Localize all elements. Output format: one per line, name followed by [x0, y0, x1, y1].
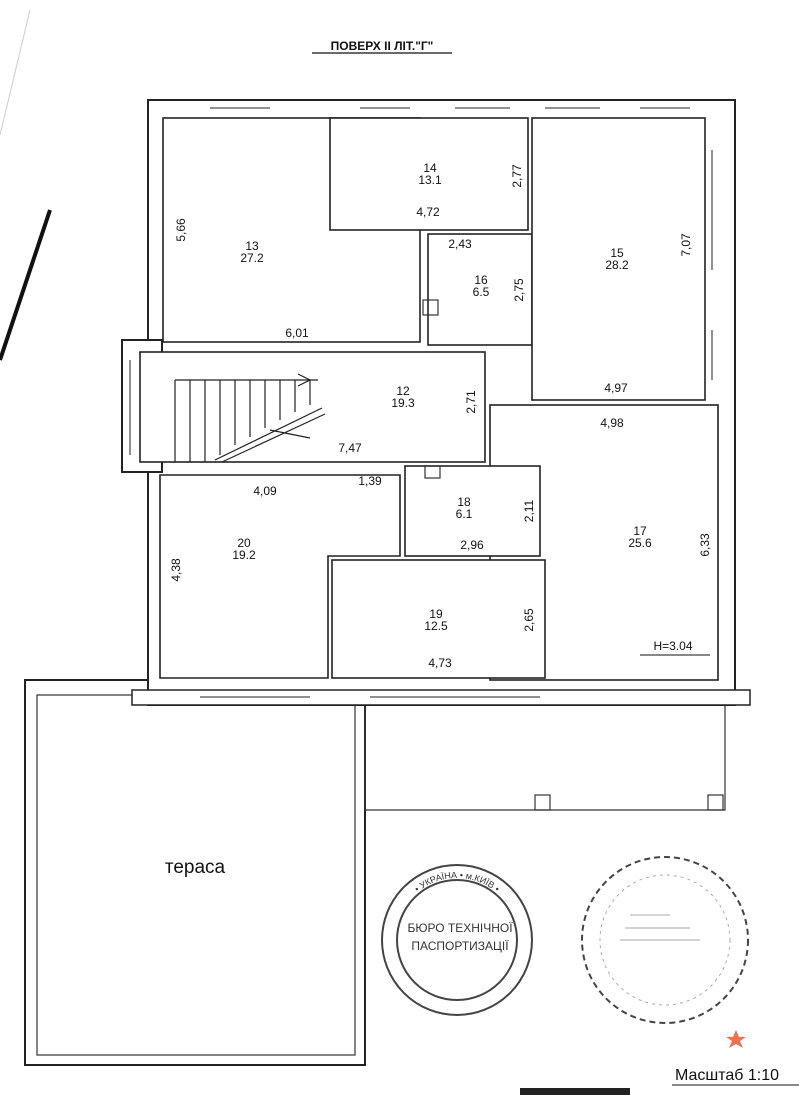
svg-text:6.1: 6.1	[456, 507, 473, 521]
svg-text:2,71: 2,71	[464, 390, 478, 414]
svg-text:14: 14	[423, 161, 437, 175]
svg-text:13.1: 13.1	[418, 173, 442, 187]
svg-text:19: 19	[429, 607, 443, 621]
svg-text:18: 18	[457, 495, 471, 509]
svg-text:20: 20	[237, 536, 251, 550]
dimension-labels: 5,66 6,01 2,77 4,72 2,43 2,75 7,07 4,97 …	[169, 164, 712, 670]
terrace-label: тераса	[165, 857, 226, 878]
svg-text:2,11: 2,11	[522, 499, 536, 522]
room-18	[404, 465, 541, 557]
star-icon	[726, 1030, 746, 1048]
ceiling-height: H=3.04	[653, 639, 692, 653]
svg-text:7,07: 7,07	[679, 233, 693, 257]
svg-text:6,33: 6,33	[698, 533, 712, 557]
svg-text:БЮРО ТЕХНІЧНОЇ: БЮРО ТЕХНІЧНОЇ	[407, 921, 513, 935]
svg-text:17: 17	[633, 524, 647, 538]
room-15	[531, 117, 706, 401]
scale-label: Масштаб 1:10	[675, 1067, 779, 1084]
svg-text:12.5: 12.5	[424, 619, 448, 633]
svg-text:4,09: 4,09	[253, 484, 277, 498]
svg-text:25.6: 25.6	[628, 536, 652, 550]
stamp-bti: • УКРАЇНА • м.КИЇВ • БЮРО ТЕХНІЧНОЇ ПАСП…	[381, 864, 533, 1016]
svg-text:1,39: 1,39	[358, 474, 382, 488]
svg-text:4,72: 4,72	[416, 205, 440, 219]
svg-text:15: 15	[610, 246, 624, 260]
stamp-engineer	[581, 856, 749, 1024]
lower-outline	[364, 705, 726, 811]
svg-text:2,75: 2,75	[512, 278, 526, 302]
svg-text:7,47: 7,47	[338, 441, 362, 455]
room-16	[427, 233, 533, 346]
svg-text:2,65: 2,65	[522, 608, 536, 632]
svg-text:6,01: 6,01	[285, 326, 309, 340]
terrace: тераса	[24, 679, 366, 1066]
svg-text:2,43: 2,43	[448, 237, 472, 251]
svg-text:ПАСПОРТИЗАЦІЇ: ПАСПОРТИЗАЦІЇ	[411, 939, 509, 953]
svg-text:5,66: 5,66	[174, 218, 188, 242]
svg-text:27.2: 27.2	[240, 251, 264, 265]
svg-text:6.5: 6.5	[473, 285, 490, 299]
room-14	[329, 117, 529, 231]
room-12	[139, 351, 486, 463]
svg-text:4,98: 4,98	[600, 416, 624, 430]
svg-text:• УКРАЇНА • м.КИЇВ •: • УКРАЇНА • м.КИЇВ •	[412, 870, 501, 894]
svg-text:16: 16	[474, 273, 488, 287]
svg-text:2,77: 2,77	[510, 164, 524, 188]
svg-text:2,96: 2,96	[460, 538, 484, 552]
svg-text:4,97: 4,97	[604, 381, 628, 395]
svg-text:19.3: 19.3	[391, 396, 415, 410]
svg-text:13: 13	[245, 239, 259, 253]
plan-title: ПОВЕРХ II ЛІТ."Г"	[331, 39, 434, 53]
svg-text:28.2: 28.2	[605, 258, 629, 272]
svg-text:12: 12	[396, 384, 410, 398]
svg-text:4,73: 4,73	[428, 656, 452, 670]
svg-text:19.2: 19.2	[232, 548, 256, 562]
room-20	[159, 474, 401, 679]
room-19	[331, 559, 546, 679]
staircase	[174, 373, 326, 463]
svg-text:4,38: 4,38	[169, 558, 183, 582]
